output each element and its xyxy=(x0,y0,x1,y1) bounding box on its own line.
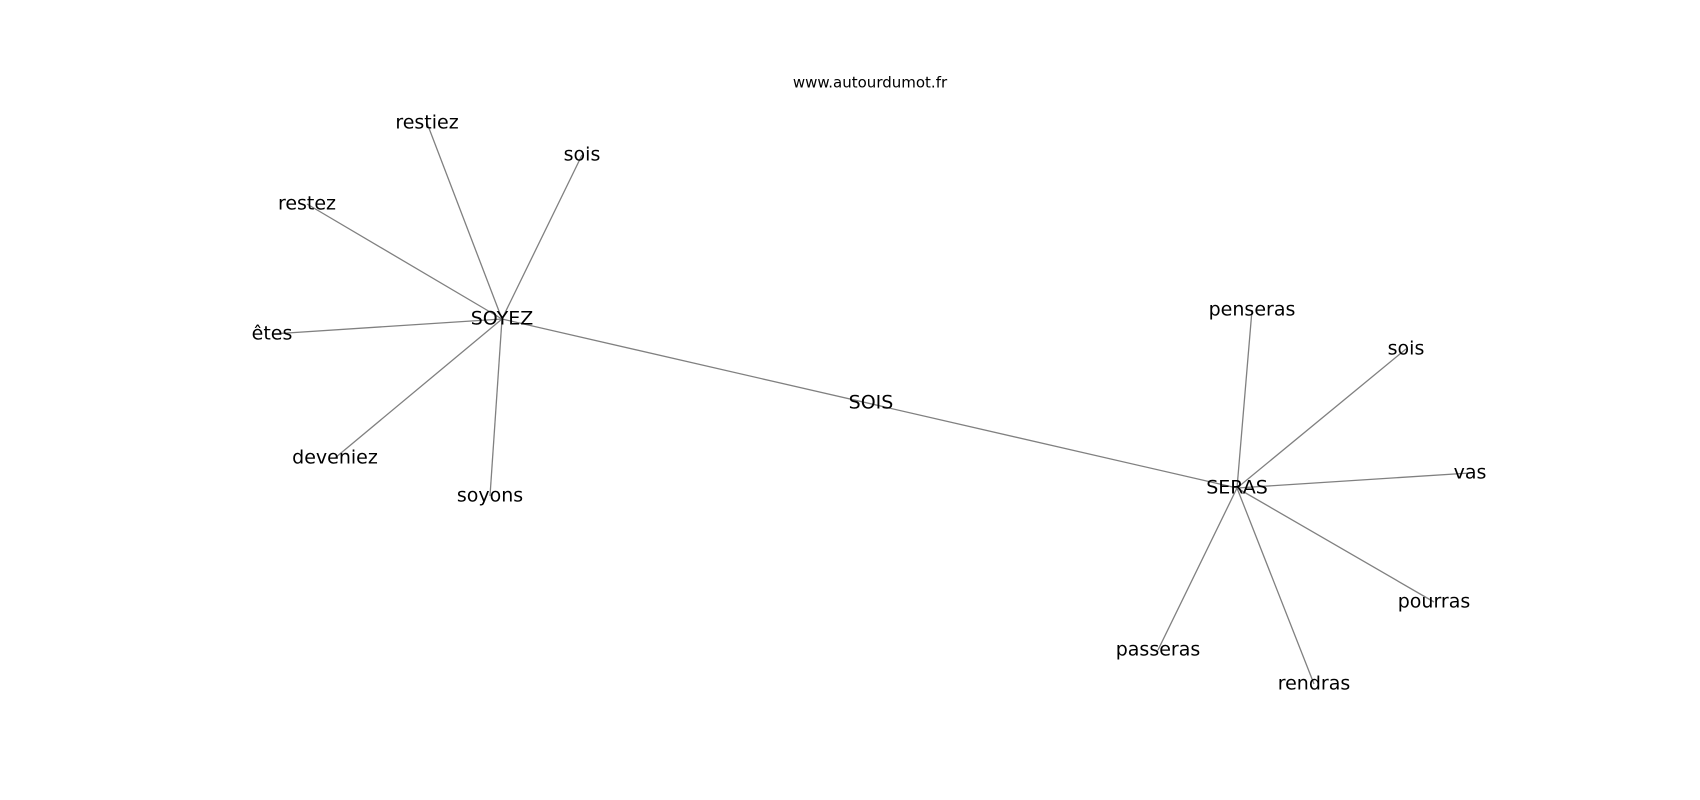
node-sois_b[interactable]: sois xyxy=(1388,338,1425,360)
edge-SERAS-vas xyxy=(1236,472,1471,489)
edge-SERAS-passeras xyxy=(1157,487,1238,651)
node-SERAS[interactable]: SERAS xyxy=(1206,477,1268,499)
edge-SERAS-penseras xyxy=(1236,309,1253,489)
node-soyons[interactable]: soyons xyxy=(457,485,523,507)
edge-SERAS-sois_b xyxy=(1236,348,1407,489)
edge-SERAS-rendras xyxy=(1236,487,1315,685)
edge-SOYEZ-deveniez xyxy=(334,318,503,459)
node-etes[interactable]: êtes xyxy=(252,323,293,345)
graph-edges xyxy=(271,122,1471,685)
site-credit: www.autourdumot.fr xyxy=(793,74,948,92)
edge-SOYEZ-restiez xyxy=(426,122,503,320)
edge-SOYEZ-soyons xyxy=(489,318,503,497)
edge-SERAS-pourras xyxy=(1236,487,1435,603)
edge-SOYEZ-restez xyxy=(306,203,503,320)
node-rendras[interactable]: rendras xyxy=(1278,673,1351,695)
edge-SOYEZ-sois_a xyxy=(501,154,583,320)
node-restiez[interactable]: restiez xyxy=(395,112,458,134)
node-pourras[interactable]: pourras xyxy=(1398,591,1471,613)
node-deveniez[interactable]: deveniez xyxy=(292,447,378,469)
node-restez[interactable]: restez xyxy=(278,193,336,215)
node-vas[interactable]: vas xyxy=(1454,462,1487,484)
node-passeras[interactable]: passeras xyxy=(1116,639,1201,661)
node-SOYEZ[interactable]: SOYEZ xyxy=(471,308,534,330)
edge-SOYEZ-etes xyxy=(271,318,503,335)
edge-SOYEZ-SERAS xyxy=(501,318,1238,489)
node-SOIS[interactable]: SOIS xyxy=(849,392,894,414)
node-penseras[interactable]: penseras xyxy=(1209,299,1296,321)
node-sois_a[interactable]: sois xyxy=(564,144,601,166)
graph-nodes: SOIS SOYEZ SERAS restiez sois restez êtes deven… xyxy=(252,112,1487,695)
